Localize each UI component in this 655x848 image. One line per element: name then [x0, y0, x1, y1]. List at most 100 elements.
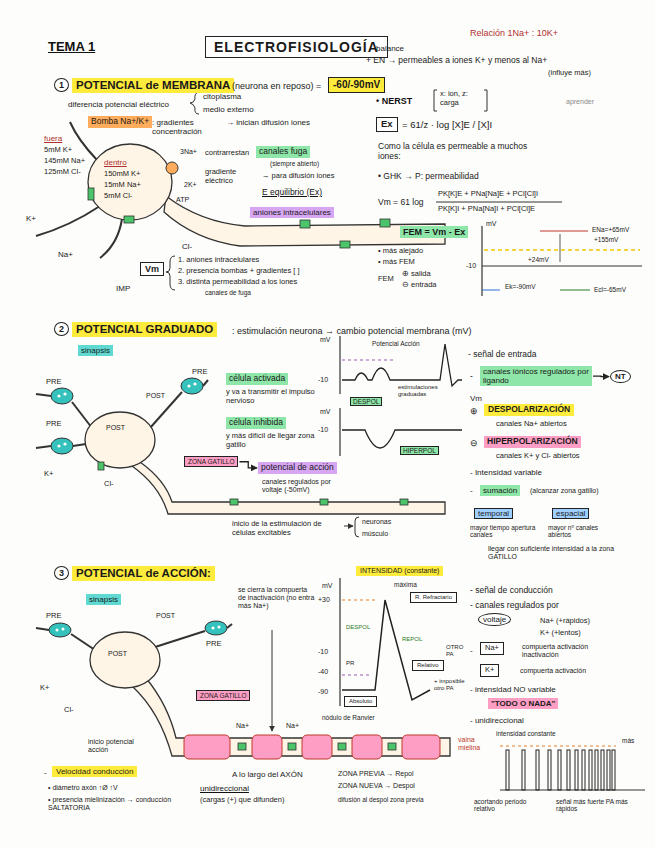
note-text: ZONA NUEVA → Despol [338, 782, 415, 790]
highlight-box: sinapsis [86, 594, 121, 605]
note-text: Vm = 61 log [378, 198, 424, 208]
node-text: célula inhibida [229, 418, 283, 428]
note-text: máxima [394, 581, 417, 588]
note-text: - unidireccional [470, 716, 524, 725]
channel-symbol [238, 743, 246, 750]
note-text: estimulaciones graduadas [398, 384, 453, 398]
pulse [558, 750, 561, 790]
note-text: Na+ [58, 250, 73, 259]
graph-curve [342, 344, 462, 386]
note-text: aprender [566, 98, 594, 106]
note-text: -90 [318, 688, 328, 696]
note-text: medio externo [203, 105, 254, 114]
note-text: +155mV [594, 236, 618, 243]
note-text: + EN → permeables a iones K+ y menos al … [366, 56, 547, 66]
dendrite [71, 634, 95, 650]
node-text: temporal [478, 509, 509, 518]
baseline [482, 266, 642, 267]
vesicle [187, 384, 190, 387]
note-text: compuerta activación [520, 667, 586, 675]
note-text: : gradientes concentración [152, 118, 222, 136]
note-text: músculo [362, 530, 388, 538]
note-text: inicio de la estimulación de células exc… [232, 520, 342, 537]
channel-symbol [288, 743, 296, 750]
arrow-line [344, 526, 353, 527]
highlight-box: DESPOLARIZACIÓN [484, 404, 574, 416]
note-text: IMP [116, 284, 130, 293]
synaptic-terminal [51, 388, 73, 404]
highlight-box: Ex [376, 117, 398, 132]
note-text: - canales regulados por [470, 601, 559, 611]
circled-label: 3 [54, 566, 69, 580]
note-text: ⊖ entrada [402, 281, 437, 290]
highlight-box: sinapsis [78, 345, 113, 356]
pulse [567, 750, 570, 790]
note-text: ⊕ [470, 406, 478, 416]
synaptic-terminal [51, 438, 73, 454]
axon [132, 462, 445, 514]
note-text: 3Na+ [180, 148, 197, 156]
pulse [548, 750, 551, 790]
node-text: POTENCIAL GRADUADO [76, 323, 213, 336]
arrow-line [272, 630, 273, 731]
bracket [434, 90, 437, 111]
myelin-sheath [402, 735, 440, 759]
node-text: canales fuga [259, 147, 307, 157]
note-text: canales de fuga [205, 289, 251, 296]
note-text: -10 [466, 262, 476, 270]
note-text: 1. aniones intracelulares [178, 256, 259, 265]
node-text: -60/-90mV [333, 79, 380, 91]
note-text: E equilibrio (Ex) [262, 188, 322, 198]
highlight-box: Velocidad conducción [52, 766, 137, 777]
pulse [612, 750, 615, 790]
node-text: 2 [59, 324, 64, 334]
note-text: → para difusión iones [262, 172, 335, 181]
soma [90, 632, 160, 688]
dendrite [152, 631, 205, 648]
note-text: ENa=+65mV [592, 226, 629, 233]
node-text: espacial [556, 509, 585, 518]
bracket [190, 92, 199, 114]
note-text: K+ [44, 470, 53, 479]
note-text: POST [156, 612, 175, 620]
node-text: sinapsis [81, 346, 110, 355]
note-text: canales K+ y Cl- abiertos [496, 452, 580, 461]
highlight-box: célula inhibida [226, 417, 286, 429]
note-text: PK[K]I + PNa[Na]I + PCl[Cl]E [438, 205, 535, 214]
note-text: OTRO PA [446, 644, 472, 658]
node-text: voltaje [483, 615, 506, 624]
note-text: • presencia mielinización → conducción S… [48, 796, 178, 812]
note-text: → inician difusión iones [226, 118, 310, 127]
pulse [607, 750, 610, 790]
note-text: K+ [40, 684, 49, 693]
node-text: Velocidad conducción [56, 767, 133, 776]
channel-symbol [400, 499, 408, 505]
highlight-box: DESPOL [350, 397, 382, 406]
note-text: -40 [318, 668, 328, 676]
highlight-box: Relativo [412, 660, 444, 671]
note-text: vaina mielina [458, 736, 496, 752]
note-text: (siempre abierto) [270, 160, 319, 167]
node-text: sumación [483, 486, 517, 495]
note-text: K+ [26, 214, 36, 223]
presynaptic-axon [227, 624, 232, 628]
node-text: 3 [59, 568, 64, 578]
pulse [536, 750, 539, 790]
node-text: ZONA GATILLO [200, 692, 246, 699]
note-text: PRE [192, 368, 207, 377]
highlight-box: INTENSIDAD (constante) [356, 566, 443, 576]
highlight-box: POTENCIAL de ACCIÓN: [72, 566, 215, 581]
highlight-box: POTENCIAL de MEMBRANA [72, 78, 234, 93]
node-text: Bomba Na+/K+ [91, 117, 149, 127]
dendrite [73, 444, 86, 446]
note-text: TEMA 1 [48, 40, 95, 55]
note-text: • más FEM [378, 258, 415, 267]
pulse [522, 750, 525, 790]
note-text: difusión al despol zona previa [338, 796, 428, 803]
dendrite [36, 206, 100, 236]
note-text: Cl- [104, 480, 114, 489]
note-text: DESPOL [346, 624, 370, 631]
note-text: - señal de entrada [468, 350, 537, 360]
note-text: -10 [318, 648, 328, 656]
presynaptic-axon [36, 394, 51, 396]
